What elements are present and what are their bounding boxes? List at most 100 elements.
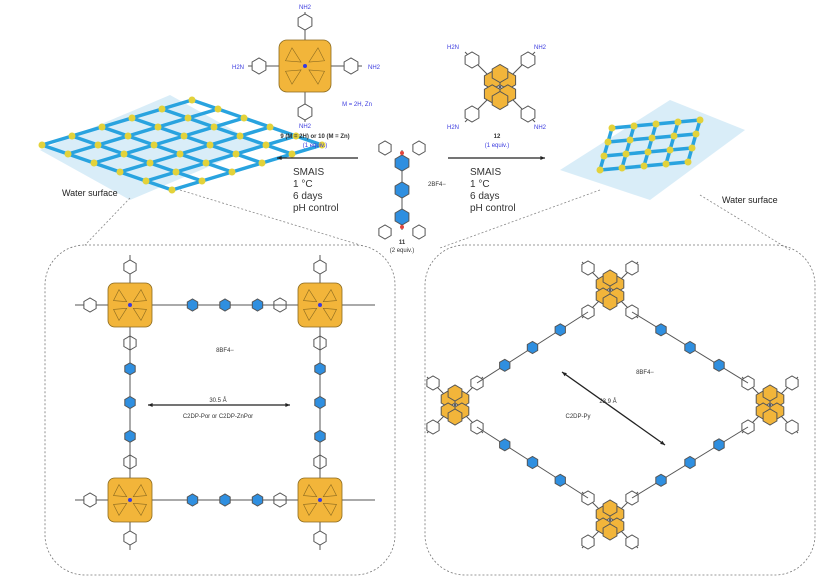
arrowhead	[277, 156, 282, 160]
pyrrole-ring	[303, 502, 318, 517]
left-product-name: C2DP-Por or C2DP-ZnPor	[183, 414, 253, 420]
grid-node	[150, 141, 158, 149]
pyrrole-ring	[113, 502, 128, 517]
pyridinium-ring	[124, 395, 136, 410]
guide-line	[699, 194, 791, 251]
metal-center	[318, 303, 322, 307]
right-counterion: 8BF4−	[636, 370, 654, 376]
grid-node	[188, 96, 196, 104]
grid-node	[604, 138, 612, 146]
benzene-ring	[343, 57, 359, 75]
grid-bond	[187, 107, 219, 120]
grid-node	[622, 150, 630, 158]
pyrene-ring	[602, 523, 618, 541]
grid-bond	[157, 116, 189, 129]
metal-center	[128, 498, 132, 502]
grid-bond	[67, 152, 95, 165]
condition-temperature: 1 °C	[470, 179, 490, 190]
benzene-ring	[625, 534, 639, 550]
linker-equiv: (2 equiv.)	[390, 248, 415, 254]
grid-node	[688, 144, 696, 152]
pyridinium-ring	[394, 154, 410, 172]
grid-node	[644, 148, 652, 156]
pyridinium-ring	[219, 493, 231, 507]
grid-bond	[295, 134, 323, 147]
pyrrole-ring	[308, 47, 325, 63]
grid-node	[618, 164, 626, 172]
benzene-ring	[297, 13, 313, 31]
pyrene-ring	[447, 384, 463, 402]
grid-node	[124, 132, 132, 140]
condition-ph: pH control	[470, 203, 516, 214]
pyrrole-ring	[322, 288, 337, 303]
pyridinium-ring	[186, 298, 199, 312]
grid-node	[318, 141, 326, 149]
grid-bond	[269, 125, 297, 138]
benzene-ring	[251, 57, 267, 75]
grid-node	[120, 150, 128, 158]
grid-bond	[265, 143, 293, 156]
grid-node	[670, 132, 678, 140]
grid-node	[626, 136, 634, 144]
pyrene-ring	[602, 269, 618, 287]
benzene-ring	[785, 419, 799, 435]
grid-node	[94, 141, 102, 149]
pyrene-ring	[447, 408, 463, 426]
pyridinium-ring	[251, 298, 264, 312]
benzene-ring	[83, 297, 97, 313]
arrowhead	[148, 403, 153, 407]
condition-temperature: 1 °C	[293, 179, 313, 190]
benzene-ring	[378, 140, 392, 156]
grid-bond	[161, 98, 193, 111]
grid-bond	[131, 116, 159, 129]
grid-bond	[621, 164, 645, 170]
grid-bond	[145, 179, 173, 192]
right-structure-panel	[424, 244, 816, 576]
benzene-ring	[123, 530, 137, 546]
benzene-ring	[426, 419, 440, 435]
grid-node	[64, 150, 72, 158]
pyridinium-ring	[499, 358, 511, 372]
grid-node	[662, 160, 670, 168]
pyrene-equiv: (1 equiv.)	[485, 143, 510, 149]
pyridinium-ring	[394, 208, 410, 226]
pyrene-ring	[762, 384, 778, 402]
pyridinium-ring	[314, 362, 326, 376]
grid-bond	[93, 161, 121, 174]
benzene-ring	[123, 259, 137, 275]
grid-node	[666, 146, 674, 154]
porphyrin-amine-left: H2N	[232, 65, 244, 71]
right-distance: 23.9 Å	[599, 398, 616, 405]
grid-bond	[633, 122, 657, 128]
metal-center	[318, 498, 322, 502]
pyrrole-ring	[322, 502, 337, 517]
metal-center	[128, 303, 132, 307]
oxygen-atom	[400, 225, 404, 229]
grid-bond	[209, 143, 237, 156]
pyrrole-ring	[132, 288, 147, 303]
porphyrin-compound: 9 (M = 2H) or 10 (M = Zn)	[280, 134, 349, 140]
pyrrole-ring	[113, 307, 128, 322]
grid-bond	[665, 160, 689, 166]
pyrene-amine-bl: H2N	[447, 125, 459, 131]
arrowhead	[562, 372, 567, 377]
condition-time: 6 days	[470, 191, 499, 202]
grid-bond	[149, 161, 177, 174]
grid-bond	[599, 166, 623, 172]
grid-node	[258, 159, 266, 167]
benzene-ring	[581, 260, 595, 276]
pyrene-ring	[602, 499, 618, 517]
pyrrole-ring	[303, 307, 318, 322]
grid-bond	[603, 152, 627, 158]
pyrene-ring	[762, 408, 778, 426]
pyridinium-ring	[713, 438, 725, 452]
benzene-ring	[581, 534, 595, 550]
grid-bond	[629, 136, 653, 142]
oxygen-atom	[400, 151, 404, 155]
grid-bond	[183, 134, 211, 147]
right-product-name: C2DP-Py	[565, 414, 590, 420]
conditions-right: SMAIS 1 °C 6 days pH control	[470, 167, 516, 214]
grid-node	[158, 105, 166, 113]
pyridinium-ring	[655, 323, 667, 337]
pyrrole-ring	[322, 483, 337, 498]
